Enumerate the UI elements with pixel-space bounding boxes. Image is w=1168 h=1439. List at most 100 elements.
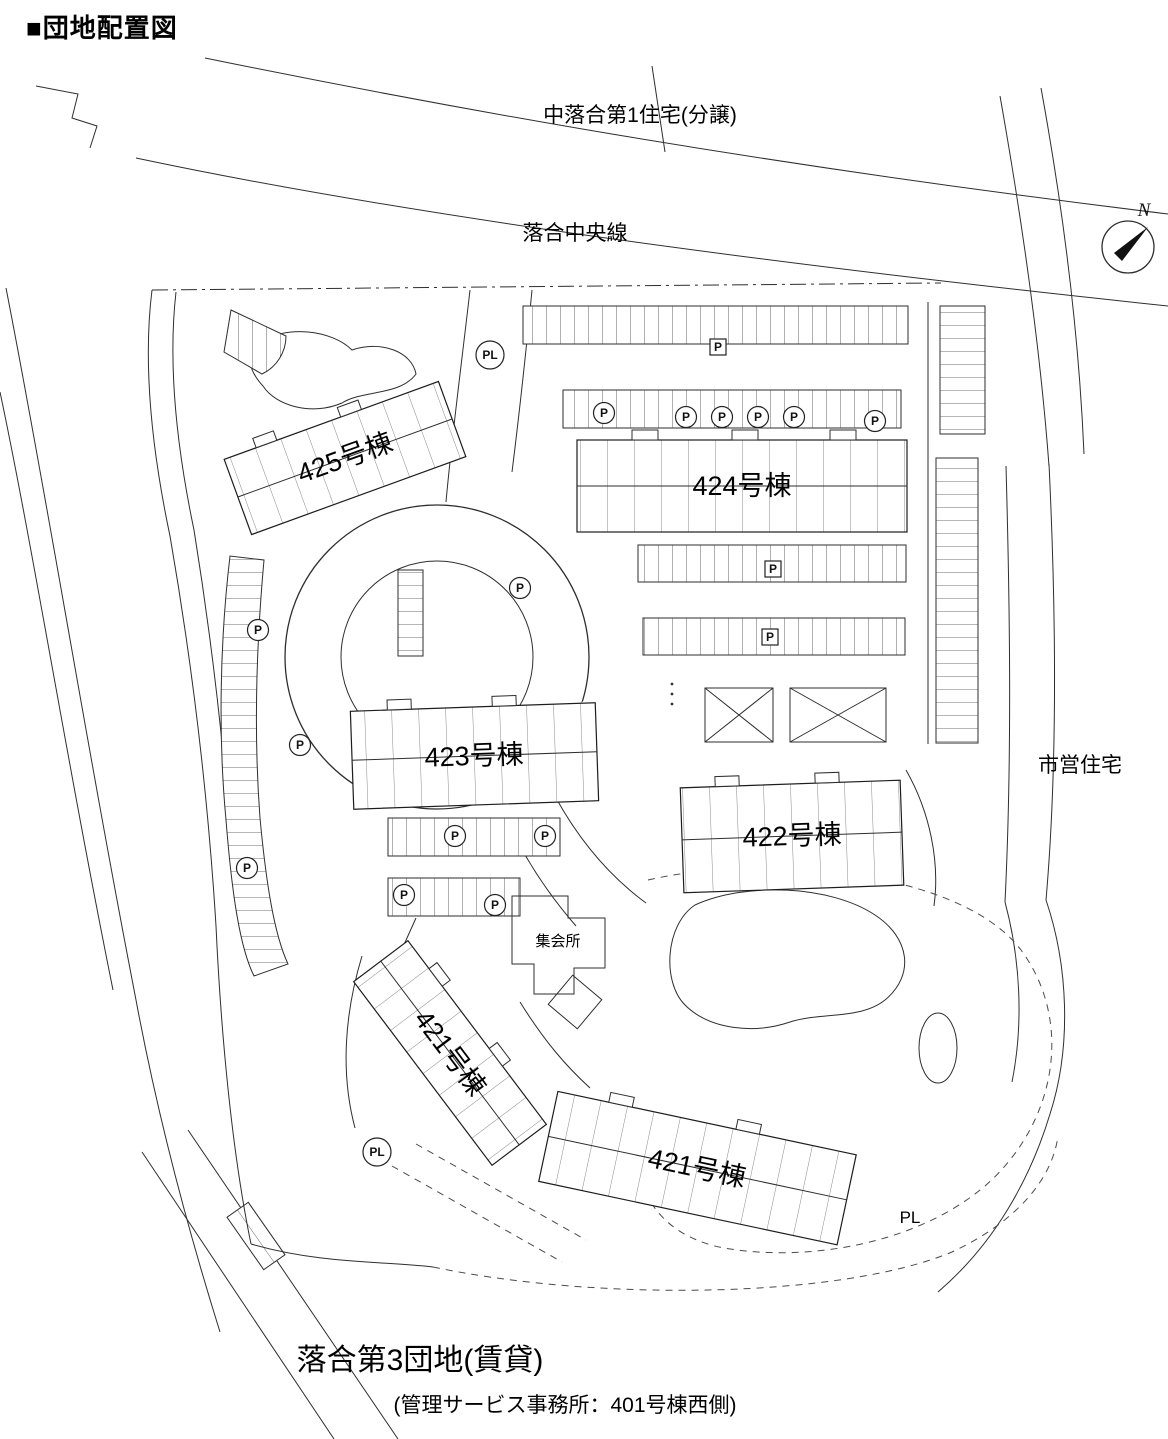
- boundary-top: [151, 282, 942, 291]
- road-right-upper-a: [999, 95, 1050, 467]
- svg-text:P: P: [516, 581, 524, 595]
- page-title: ■団地配置図: [26, 13, 178, 43]
- pl-dashed-a: [391, 1165, 563, 1263]
- building-424-stair-tower: [731, 429, 759, 441]
- road-bottomleft-a: [141, 1151, 335, 1439]
- parking-lot-text: PL: [900, 1208, 921, 1227]
- building-421a: 421号棟: [352, 939, 548, 1167]
- svg-text:PL: PL: [369, 1145, 384, 1159]
- road-top-lower: [135, 157, 1168, 307]
- fan-stairs: [223, 309, 287, 375]
- compass-circle: [1101, 220, 1155, 274]
- building-423-corridor: [352, 751, 597, 761]
- svg-text:P: P: [254, 623, 262, 637]
- label-city-housing: 市営住宅: [1038, 754, 1122, 777]
- dot-mark: [670, 702, 674, 706]
- parking-strip-south1: [387, 817, 561, 857]
- bottomleft-crosswalk: [226, 1201, 286, 1271]
- compass: N: [1101, 200, 1155, 274]
- dot-mark: [670, 682, 674, 686]
- building-422: 422号棟: [679, 771, 905, 894]
- pl-dashed-b: [415, 1143, 587, 1241]
- svg-text:P: P: [491, 898, 499, 912]
- loop-road-outer: [284, 504, 590, 810]
- building-423-stair-tower: [491, 694, 517, 707]
- parking-marker: P: [782, 405, 806, 429]
- building-425-stair-tower: [252, 430, 278, 449]
- parking-marker: P: [235, 856, 259, 880]
- building-425-stair-tower: [336, 399, 363, 418]
- building-421b-corridor: [548, 1135, 847, 1201]
- parking-strip-right2: [935, 457, 979, 744]
- svg-text:P: P: [682, 410, 690, 424]
- parking-marker: P: [746, 405, 770, 429]
- road-bottomleft-b: [187, 1129, 399, 1439]
- parking-marker: P: [392, 883, 416, 907]
- building-421b-stair-tower: [735, 1118, 763, 1135]
- building-421b-stair-tower: [608, 1091, 635, 1108]
- parking-marker: P: [710, 405, 734, 429]
- svg-text:P: P: [754, 410, 762, 424]
- building-424-stair-tower: [829, 429, 857, 441]
- parking-marker: P: [761, 628, 779, 646]
- svg-text:P: P: [718, 410, 726, 424]
- building-423-label: 423号棟: [424, 739, 524, 772]
- building-425: 425号棟: [223, 380, 467, 536]
- dot-mark: [670, 692, 674, 696]
- svg-text:P: P: [541, 829, 549, 843]
- boundary-right-a: [1004, 465, 1011, 903]
- svg-text:PL: PL: [482, 348, 497, 362]
- building-422-stair-tower: [714, 775, 740, 788]
- parking-marker: P: [863, 409, 887, 433]
- meeting-hall-label: 集会所: [535, 933, 580, 950]
- building-422-corridor: [682, 831, 902, 841]
- svg-text:P: P: [296, 738, 304, 752]
- entrance-road-a: [445, 289, 471, 503]
- building-421b: 421号棟: [538, 1090, 857, 1246]
- meeting-hall-annex: [547, 974, 603, 1030]
- building-424-stair-tower: [631, 429, 659, 441]
- boundary-bottom: [250, 1243, 434, 1268]
- meeting-hall: 集会所: [511, 895, 606, 995]
- label-estate-note: (管理サービス事務所：401号棟西側): [393, 1394, 736, 1417]
- parking-strip-right1: [939, 305, 986, 435]
- svg-text:P: P: [769, 562, 777, 576]
- svg-text:P: P: [600, 406, 608, 420]
- building-423: 423号棟: [349, 694, 600, 810]
- external-roads: [0, 57, 1168, 1439]
- building-424: 424号棟: [576, 429, 908, 533]
- building-422-stair-tower: [814, 771, 840, 784]
- building-421a-stair-tower: [488, 1041, 512, 1067]
- boundary-right-lower-a: [937, 899, 1066, 1293]
- svg-text:P: P: [714, 340, 722, 354]
- building-424-label: 424号棟: [692, 471, 791, 501]
- small-pond: [918, 1012, 958, 1084]
- road-right-upper-b: [1040, 87, 1085, 455]
- building-425-corridor: [237, 418, 453, 498]
- parking-marker: P: [288, 733, 312, 757]
- svg-text:P: P: [451, 829, 459, 843]
- svg-text:P: P: [400, 888, 408, 902]
- shed-crossed-2: [789, 687, 887, 743]
- garden-blob: [249, 331, 417, 410]
- svg-text:P: P: [871, 414, 879, 428]
- parking-marker: P: [533, 824, 557, 848]
- parking-strip-left-curved: [220, 555, 289, 977]
- stairs-ladder: [397, 569, 424, 657]
- svg-text:P: P: [243, 861, 251, 875]
- building-423-stair-tower: [386, 698, 412, 711]
- parking-areas: [220, 305, 986, 977]
- parking-lot-marker: PL: [362, 1137, 392, 1167]
- compass-needle-icon: [1114, 227, 1148, 261]
- parking-marker: P: [443, 824, 467, 848]
- label-road-name: 落合中央線: [523, 222, 628, 245]
- boundary-left: [147, 289, 252, 1245]
- svg-text:P: P: [766, 630, 774, 644]
- parking-lot-marker: PL: [475, 340, 505, 370]
- meeting-hall-outline: [511, 895, 606, 995]
- parking-strip-top: [522, 305, 909, 345]
- parking-marker: P: [764, 560, 782, 578]
- parking-marker: P: [674, 405, 698, 429]
- road-left-outer-b: [0, 391, 114, 991]
- road-top-connector: [651, 65, 666, 153]
